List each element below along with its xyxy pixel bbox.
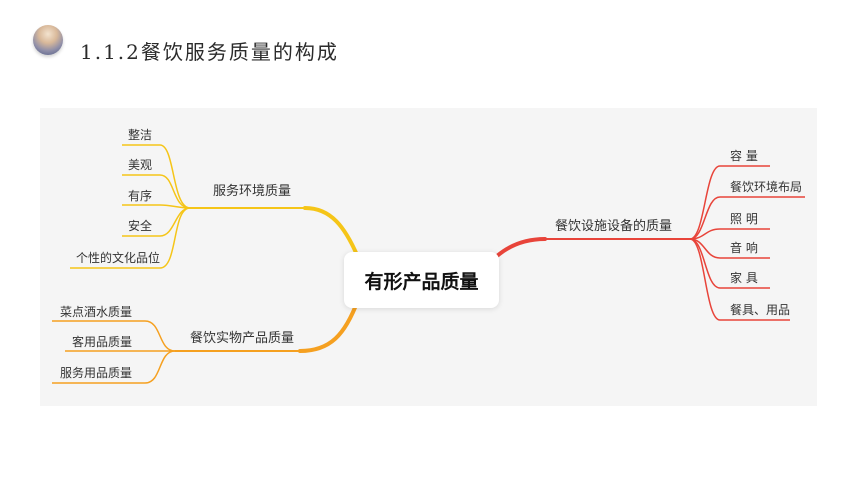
fac-item-1: 容 量: [730, 149, 758, 163]
fac-item-4: 音 响: [730, 241, 758, 255]
env-item-1: 整洁: [128, 128, 153, 142]
branch-environment-label: 服务环境质量: [213, 184, 292, 199]
env-item-3: 有序: [128, 189, 153, 203]
page-title: 1.1.2餐饮服务质量的构成: [80, 40, 339, 64]
fac-item-6: 餐具、用品: [730, 303, 791, 317]
fac-item-3: 照 明: [730, 212, 758, 226]
fac-item-5: 家 具: [730, 271, 758, 285]
phys-item-2: 客用品质量: [72, 335, 133, 349]
phys-item-1: 菜点酒水质量: [60, 305, 133, 319]
branch-physical-label: 餐饮实物产品质量: [190, 331, 295, 346]
fac-item-2: 餐饮环境布局: [730, 180, 803, 194]
phys-item-3: 服务用品质量: [60, 366, 133, 380]
center-node: 有形产品质量: [344, 252, 499, 308]
title-bullet-icon: [33, 25, 63, 55]
branch-facilities-label: 餐饮设施设备的质量: [555, 219, 673, 234]
env-item-4: 安全: [128, 219, 153, 233]
env-item-2: 美观: [128, 158, 153, 172]
env-item-5: 个性的文化品位: [76, 251, 161, 265]
